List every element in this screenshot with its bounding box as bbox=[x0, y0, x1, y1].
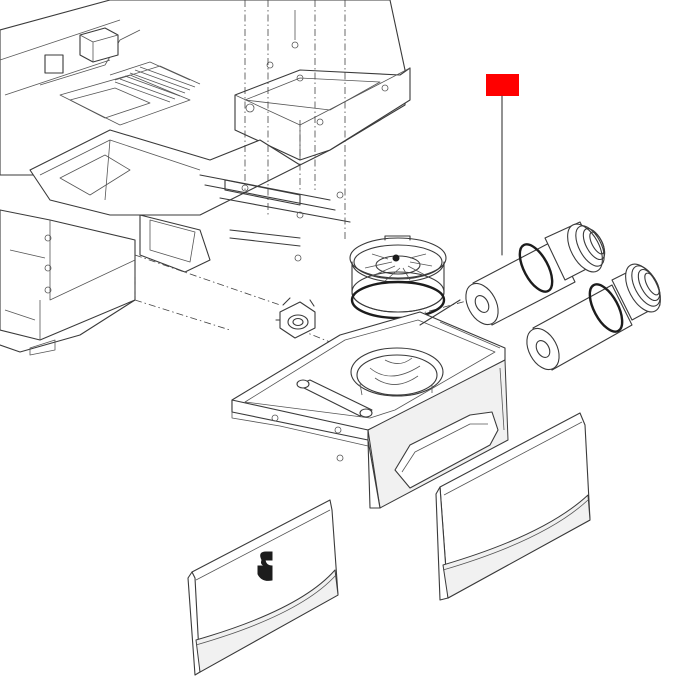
brand-logo-icon bbox=[257, 551, 273, 581]
highlight-marker bbox=[486, 74, 519, 256]
leader-line bbox=[419, 299, 461, 326]
filter-element-upper[interactable] bbox=[459, 218, 610, 330]
assembly-guide-lines bbox=[134, 0, 471, 349]
front-panel-left[interactable] bbox=[187, 499, 339, 676]
grommet-connector[interactable] bbox=[275, 297, 316, 339]
fan-assembly[interactable] bbox=[349, 235, 447, 320]
machine-housing[interactable] bbox=[0, 0, 411, 356]
filter-tray[interactable] bbox=[231, 311, 509, 509]
filter-element-lower[interactable] bbox=[520, 258, 667, 375]
front-panel-right[interactable] bbox=[435, 412, 591, 601]
